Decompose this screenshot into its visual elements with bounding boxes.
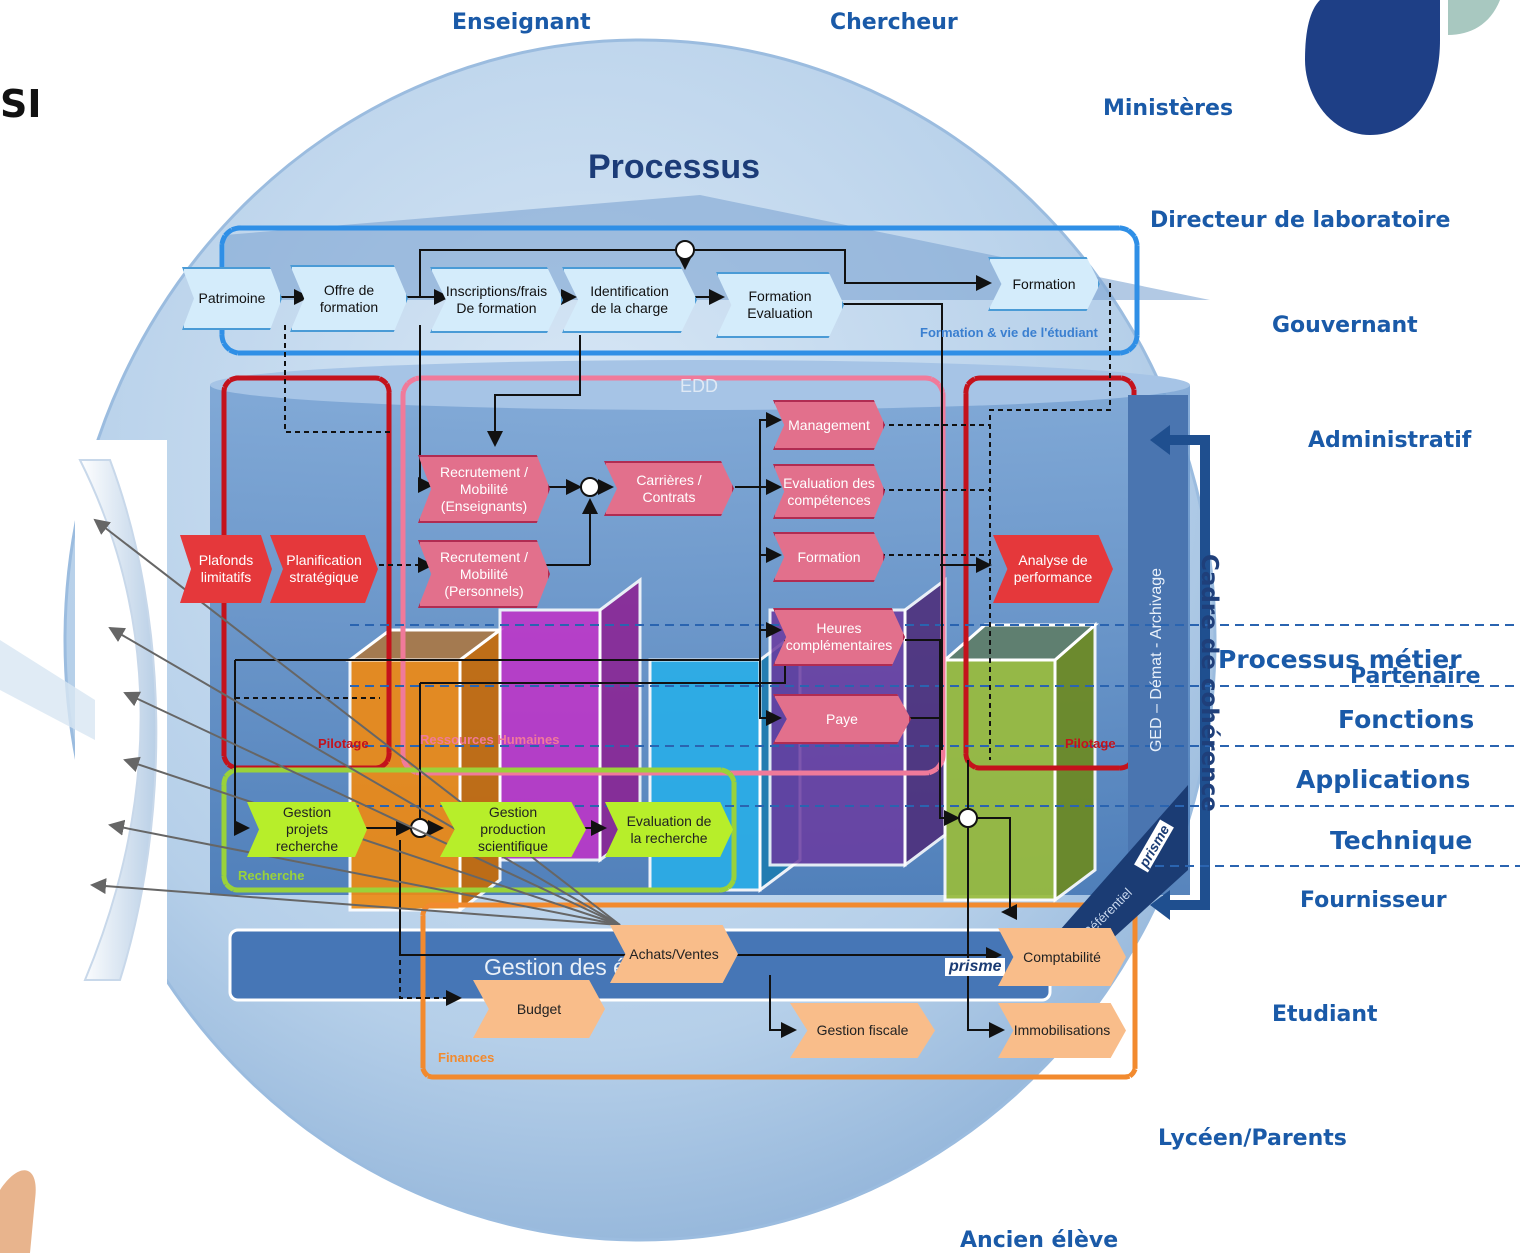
cadre-label: Cadre de cohérence	[1196, 554, 1222, 812]
process-formation-top: Formation	[988, 257, 1100, 311]
process-plafonds: Plafonds limitatifs	[180, 535, 272, 603]
ged-label: GED – Démat - Archivage	[1148, 567, 1165, 753]
process-carrieres: Carrières / Contrats	[604, 461, 734, 516]
domain-frames	[219, 225, 1140, 1080]
actor-chercheur: Chercheur	[830, 10, 958, 35]
process-budget: Budget	[473, 980, 605, 1038]
process-inscriptions: Inscriptions/frais De formation	[430, 267, 563, 333]
actor-ancien: Ancien élève	[960, 1228, 1119, 1253]
process-management: Management	[773, 400, 885, 450]
light-beam	[0, 640, 95, 740]
actor-lyceen: Lycéen/Parents	[1158, 1126, 1347, 1151]
process-comptabilite: Comptabilité	[998, 928, 1126, 986]
actor-fournisseur: Fournisseur	[1300, 888, 1447, 913]
process-offre: Offre de formation	[290, 265, 408, 332]
actor-ministeres: Ministères	[1103, 96, 1234, 121]
process-identification: Identification de la charge	[562, 267, 697, 333]
ged-bar	[1128, 395, 1188, 865]
lens-arrows	[90, 518, 621, 926]
process-formation-rh: Formation	[773, 532, 885, 582]
actor-enseignant: Enseignant	[452, 10, 591, 35]
cadre-bracket	[1150, 425, 1210, 920]
corner-logo-shapes	[1305, 0, 1500, 135]
process-planification: Planification stratégique	[270, 535, 378, 603]
actor-gouvernant: Gouvernant	[1272, 313, 1418, 338]
process-paye: Paye	[773, 694, 911, 744]
edd-label: EDD	[680, 376, 719, 396]
process-achats: Achats/Ventes	[610, 925, 738, 983]
actor-partenaire: Partenaire	[1350, 664, 1481, 689]
process-patrimoine: Patrimoine	[182, 267, 282, 330]
main-title: Processus	[588, 148, 760, 186]
layer-applications: Applications	[1296, 765, 1471, 794]
domain-pilotage-right-label: Pilotage	[1065, 736, 1116, 751]
lens-shape	[78, 459, 158, 981]
layer-technique: Technique	[1330, 826, 1473, 855]
process-gestion-projets: Gestion projets recherche	[247, 802, 367, 857]
domain-finances-label: Finances	[438, 1050, 495, 1065]
process-heures: Heures complémentaires	[773, 608, 905, 666]
domain-rh-label: Ressources Humaines	[420, 732, 560, 747]
process-evaluation-rech: Evaluation de la recherche	[605, 802, 733, 857]
prisme-logo-bottom: prisme	[945, 958, 1006, 976]
layer-fonctions: Fonctions	[1338, 705, 1475, 734]
actor-etudiant: Etudiant	[1272, 1002, 1378, 1027]
domain-pilotage-left-label: Pilotage	[318, 736, 369, 751]
process-recrut-pers: Recrutement / Mobilité (Personnels)	[418, 540, 550, 608]
process-gestion-fiscale: Gestion fiscale	[790, 1003, 935, 1058]
layer-processus-metier: Processus métier	[1218, 645, 1462, 674]
actor-administratif: Administratif	[1308, 428, 1472, 453]
domain-formation-label: Formation & vie de l'étudiant	[920, 325, 1098, 340]
actor-directeur: Directeur de laboratoire	[1150, 208, 1451, 233]
process-recrut-ens: Recrutement / Mobilité (Enseignants)	[418, 455, 550, 523]
process-analyse: Analyse de performance	[993, 535, 1113, 603]
title-fragment: SI	[0, 82, 42, 126]
finger-shape	[0, 1170, 36, 1253]
process-immobilisations: Immobilisations	[998, 1003, 1126, 1058]
process-formation-eval: Formation Evaluation	[716, 272, 844, 338]
process-evaluation-comp: Evaluation des compétences	[773, 464, 885, 519]
process-gestion-prod: Gestion production scientifique	[440, 802, 586, 857]
domain-recherche-label: Recherche	[238, 868, 305, 883]
